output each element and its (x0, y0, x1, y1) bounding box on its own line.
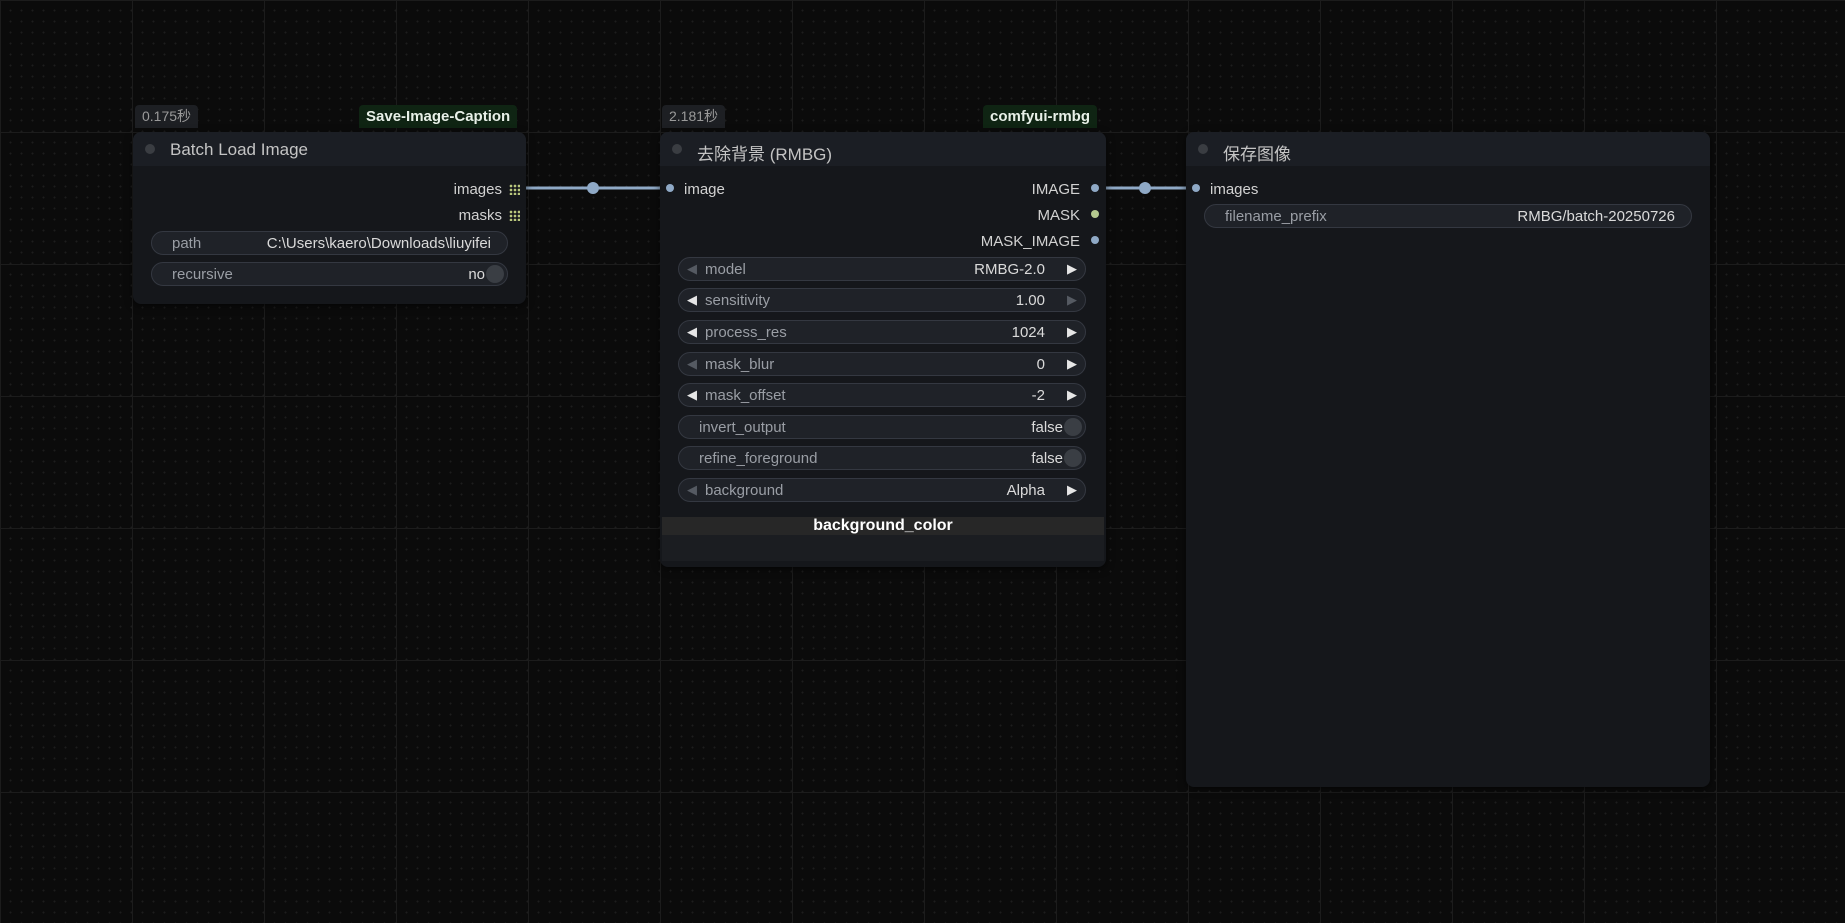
widget-label: mask_blur (705, 356, 775, 373)
node-exec-time-badge: 2.181秒 (662, 105, 726, 128)
output-slot-images-grid-icon[interactable] (509, 184, 520, 195)
output-slot-image-label: IMAGE (1031, 181, 1080, 198)
model-combo-widget[interactable]: ◀ model RMBG-2.0 ▶ (678, 257, 1086, 281)
widget-label: sensitivity (705, 292, 771, 309)
mask-blur-number-widget[interactable]: ◀ mask_blur 0 ▶ (678, 352, 1086, 376)
toggle-knob-icon[interactable] (1064, 449, 1082, 467)
widget-value: 1.00 (1015, 292, 1045, 309)
increment-arrow-icon[interactable]: ▶ (1067, 482, 1077, 497)
increment-arrow-icon[interactable]: ▶ (1067, 356, 1077, 371)
widget-label: model (705, 261, 746, 278)
widget-value: C:\Users\kaero\Downloads\liuyifei (266, 235, 491, 252)
mask-offset-number-widget[interactable]: ◀ mask_offset -2 ▶ (678, 383, 1086, 407)
background-color-widget-label: background_color (662, 517, 1104, 535)
output-slot-image-dot-icon[interactable] (1091, 184, 1099, 192)
output-slot-images-label: images (453, 181, 502, 198)
output-slot-masks-grid-icon[interactable] (509, 210, 520, 221)
node-title-bar[interactable]: 保存图像 (1186, 132, 1710, 166)
output-slot-mask-image-dot-icon[interactable] (1091, 236, 1099, 244)
node-exec-time-badge: 0.175秒 (135, 105, 199, 128)
process-res-number-widget[interactable]: ◀ process_res 1024 ▶ (678, 320, 1086, 344)
widget-value: false (1031, 419, 1063, 436)
widget-value: RMBG/batch-20250726 (1517, 208, 1675, 225)
output-slot-masks-label: masks (458, 207, 502, 224)
filename-prefix-text-widget[interactable]: filename_prefix RMBG/batch-20250726 (1204, 204, 1692, 228)
collapse-dot-icon[interactable] (145, 144, 155, 154)
input-slot-images-label: images (1210, 181, 1259, 198)
batch-load-image-node[interactable]: Batch Load Image images masks path C:\Us… (133, 132, 526, 304)
increment-arrow-icon[interactable]: ▶ (1067, 387, 1077, 402)
node-source-badge: comfyui-rmbg (983, 105, 1098, 128)
widget-label: background (705, 482, 784, 499)
widget-label: path (172, 235, 202, 252)
widget-value: 0 (1036, 356, 1045, 373)
widget-value: Alpha (1006, 482, 1045, 499)
decrement-arrow-icon[interactable]: ◀ (687, 387, 697, 402)
node-title-bar[interactable]: 去除背景 (RMBG) (660, 132, 1106, 166)
widget-value: RMBG-2.0 (974, 261, 1045, 278)
input-slot-image-label: image (684, 181, 725, 198)
increment-arrow-icon[interactable]: ▶ (1067, 324, 1077, 339)
decrement-arrow-icon[interactable]: ◀ (687, 356, 697, 371)
input-slot-images-dot-icon[interactable] (1192, 184, 1200, 192)
wire-midpoint[interactable] (587, 182, 599, 194)
increment-arrow-icon[interactable]: ▶ (1067, 261, 1077, 276)
output-slot-mask-label: MASK (1037, 207, 1080, 224)
increment-arrow-icon[interactable]: ▶ (1067, 292, 1077, 307)
widget-value: false (1031, 450, 1063, 467)
recursive-toggle-widget[interactable]: recursive no (151, 262, 508, 286)
widget-label: mask_offset (705, 387, 786, 404)
collapse-dot-icon[interactable] (1198, 144, 1208, 154)
widget-label: filename_prefix (1225, 208, 1327, 225)
node-source-badge: Save-Image-Caption (359, 105, 518, 128)
toggle-knob-icon[interactable] (486, 265, 504, 283)
rmbg-node[interactable]: 去除背景 (RMBG) image IMAGE MASK MASK_IMAGE … (660, 132, 1106, 567)
widget-label: recursive (172, 266, 233, 283)
widget-value: -2 (1031, 387, 1045, 404)
invert-output-toggle-widget[interactable]: invert_output false (678, 415, 1086, 439)
widget-value: no (468, 266, 485, 283)
save-image-node[interactable]: 保存图像 images filename_prefix RMBG/batch-2… (1186, 132, 1710, 787)
refine-foreground-toggle-widget[interactable]: refine_foreground false (678, 446, 1086, 470)
output-slot-mask-dot-icon[interactable] (1091, 210, 1099, 218)
node-title: 保存图像 (1223, 145, 1291, 164)
decrement-arrow-icon[interactable]: ◀ (687, 324, 697, 339)
decrement-arrow-icon[interactable]: ◀ (687, 292, 697, 307)
widget-label: refine_foreground (699, 450, 818, 467)
collapse-dot-icon[interactable] (672, 144, 682, 154)
node-title: 去除背景 (RMBG) (697, 145, 833, 164)
background-combo-widget[interactable]: ◀ background Alpha ▶ (678, 478, 1086, 502)
background-color-picker[interactable] (662, 535, 1104, 561)
sensitivity-number-widget[interactable]: ◀ sensitivity 1.00 ▶ (678, 288, 1086, 312)
widget-label: invert_output (699, 419, 786, 436)
widget-value: 1024 (1011, 324, 1045, 341)
output-slot-mask-image-label: MASK_IMAGE (980, 233, 1080, 250)
node-title: Batch Load Image (170, 140, 308, 159)
widget-label: process_res (705, 324, 787, 341)
decrement-arrow-icon[interactable]: ◀ (687, 482, 697, 497)
toggle-knob-icon[interactable] (1064, 418, 1082, 436)
path-text-widget[interactable]: path C:\Users\kaero\Downloads\liuyifei (151, 231, 508, 255)
wire-midpoint[interactable] (1139, 182, 1151, 194)
input-slot-image-dot-icon[interactable] (666, 184, 674, 192)
decrement-arrow-icon[interactable]: ◀ (687, 261, 697, 276)
node-title-bar[interactable]: Batch Load Image (133, 132, 526, 166)
